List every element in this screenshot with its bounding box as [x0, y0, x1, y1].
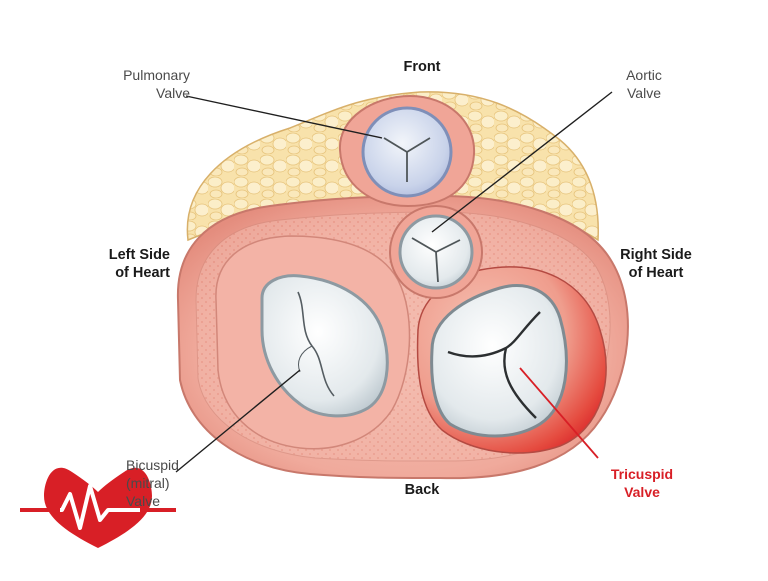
bicuspid-valve-label: Bicuspid (mitral) Valve [126, 457, 179, 509]
heart-pulse-icon [20, 467, 176, 548]
tricuspid-valve [430, 284, 568, 438]
front-label: Front [403, 59, 441, 75]
pulmonary-valve-label: Pulmonary Valve [123, 67, 190, 101]
tricuspid-leader-line [519, 367, 599, 459]
bicuspid-valve [260, 274, 389, 418]
tricuspid-valve-seam-2 [503, 347, 537, 419]
tricuspid-valve-label: Tricuspid Valve [610, 466, 674, 500]
aortic-leader-line [431, 91, 613, 233]
right-side-label: Right Side of Heart [620, 247, 692, 281]
aortic-valve-seam [411, 237, 461, 283]
bicuspid-leader-line [175, 369, 301, 473]
bicuspid-valve-seam-branch [298, 345, 313, 373]
pulmonary-valve-seam [383, 137, 431, 182]
left-side-label: Left Side of Heart [108, 247, 170, 281]
aortic-valve-label: Aortic Valve [626, 67, 662, 101]
pulmonary-leader-line [185, 95, 383, 139]
back-label: Back [404, 482, 440, 498]
